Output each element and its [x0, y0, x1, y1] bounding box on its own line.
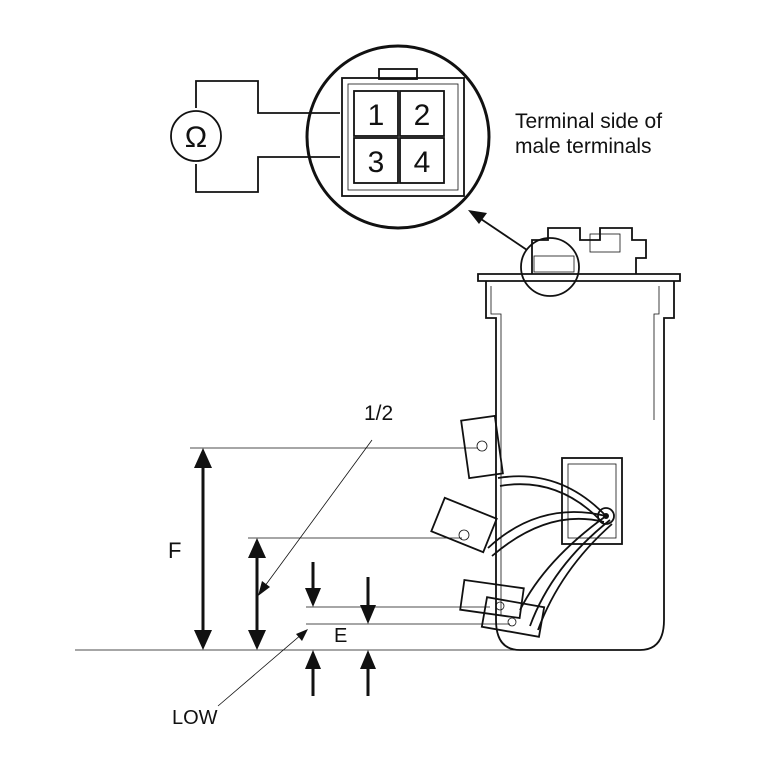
float-full-position	[460, 414, 607, 523]
caption-line-2: male terminals	[515, 135, 652, 158]
label-half: 1/2	[364, 402, 393, 425]
float-low-position	[459, 515, 613, 638]
zoom-pointer-arrow	[468, 210, 528, 251]
connector-latch	[378, 68, 418, 80]
fuel-sender-unit	[430, 227, 681, 651]
label-f: F	[168, 538, 181, 563]
terminal-cell-3	[353, 137, 399, 184]
float-full	[460, 414, 504, 480]
terminal-3-label: 3	[368, 146, 385, 179]
label-e: E	[334, 625, 347, 647]
top-flange	[477, 273, 681, 282]
arm-half	[487, 511, 607, 557]
arm-full	[497, 475, 607, 523]
terminal-4-label: 4	[414, 146, 431, 179]
extension-lines	[75, 447, 520, 651]
ohmmeter-circuit: Ω	[168, 80, 340, 193]
low-leader-line	[217, 633, 303, 707]
magnifier-circle	[305, 44, 491, 230]
connector-housing	[341, 77, 465, 197]
ohm-symbol: Ω	[185, 121, 207, 154]
connector-locator-circle	[520, 237, 580, 297]
terminal-2-label: 2	[414, 99, 431, 132]
dimension-e	[305, 562, 376, 696]
housing-outer	[485, 281, 675, 651]
terminal-cell-4	[399, 137, 445, 184]
float-half	[430, 496, 498, 554]
dimension-f	[194, 448, 212, 650]
dimension-half	[248, 538, 266, 650]
terminal-1-label: 1	[368, 99, 385, 132]
half-leader-line	[261, 439, 373, 591]
ohmmeter-icon	[170, 110, 222, 162]
connector-magnified-view: 1 2 3 4	[305, 44, 491, 230]
terminal-cell-2	[399, 90, 445, 137]
float-e	[459, 578, 525, 620]
arm-low	[519, 515, 613, 631]
float-half-position	[430, 496, 607, 557]
terminal-cell-1	[353, 90, 399, 137]
caption-line-1: Terminal side of	[515, 110, 662, 133]
top-connector-block	[531, 227, 647, 274]
label-low: LOW	[172, 707, 218, 729]
pivot-bracket	[561, 457, 623, 545]
